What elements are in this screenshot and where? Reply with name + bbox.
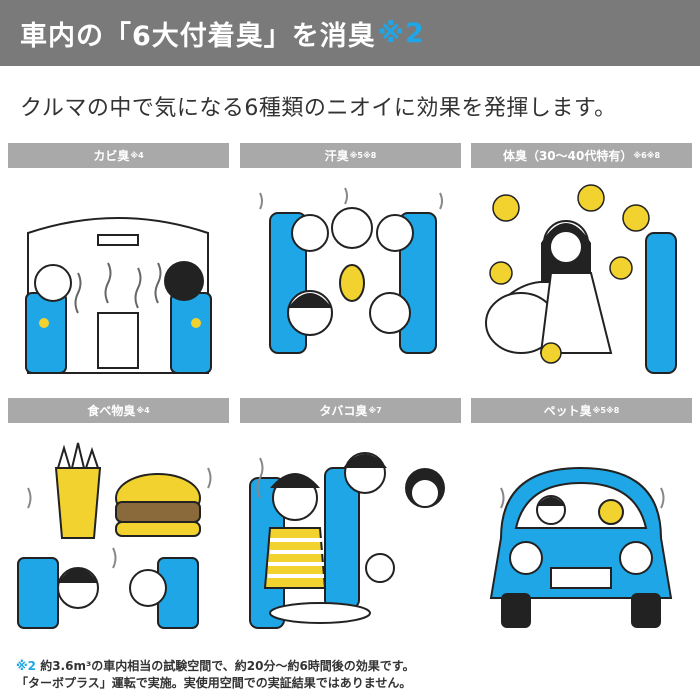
- panel-food: 食べ物臭※4: [8, 398, 229, 638]
- subtitle: クルマの中で気になる6種類のニオイに効果を発揮します。: [20, 96, 617, 121]
- footer-line2: 「ターボプラス」運転で実施。実使用空間での実証結果ではありません。: [16, 676, 412, 690]
- sweat-illustration: [259, 187, 443, 354]
- footer-note: ※2 約3.6m³の車内相当の試験空間で、約20分〜約6時間後の効果です。 「タ…: [16, 658, 686, 692]
- header-note: ※2: [377, 17, 425, 49]
- tobacco-illustration: [249, 452, 445, 629]
- footer-mark: ※2: [16, 659, 37, 673]
- panel-label: ペット臭※5※8: [471, 398, 692, 423]
- panel-label: タバコ臭※7: [240, 398, 461, 423]
- panel-mold: カビ臭※4: [8, 143, 229, 383]
- footer-line1: 約3.6m³の車内相当の試験空間で、約20分〜約6時間後の効果です。: [40, 659, 415, 673]
- body-odor-illustration: [485, 184, 677, 374]
- header-title: 車内の「6大付着臭」を消臭: [20, 20, 376, 52]
- panel-label: 体臭（30〜40代特有）※6※8: [471, 143, 692, 168]
- food-illustration: [17, 442, 212, 629]
- header-banner: 車内の「6大付着臭」を消臭 ※2: [0, 0, 700, 66]
- panel-sweat: 汗臭※5※8: [240, 143, 461, 383]
- panel-label: カビ臭※4: [8, 143, 229, 168]
- panel-grid: カビ臭※4 汗臭※5※8: [8, 143, 692, 643]
- panel-pet: ペット臭※5※8: [471, 398, 692, 638]
- panel-label: 食べ物臭※4: [8, 398, 229, 423]
- panel-label: 汗臭※5※8: [240, 143, 461, 168]
- panel-body-odor: 体臭（30〜40代特有）※6※8: [471, 143, 692, 383]
- panel-tobacco: タバコ臭※7: [240, 398, 461, 638]
- pet-illustration: [489, 466, 673, 628]
- mold-illustration: [25, 217, 212, 374]
